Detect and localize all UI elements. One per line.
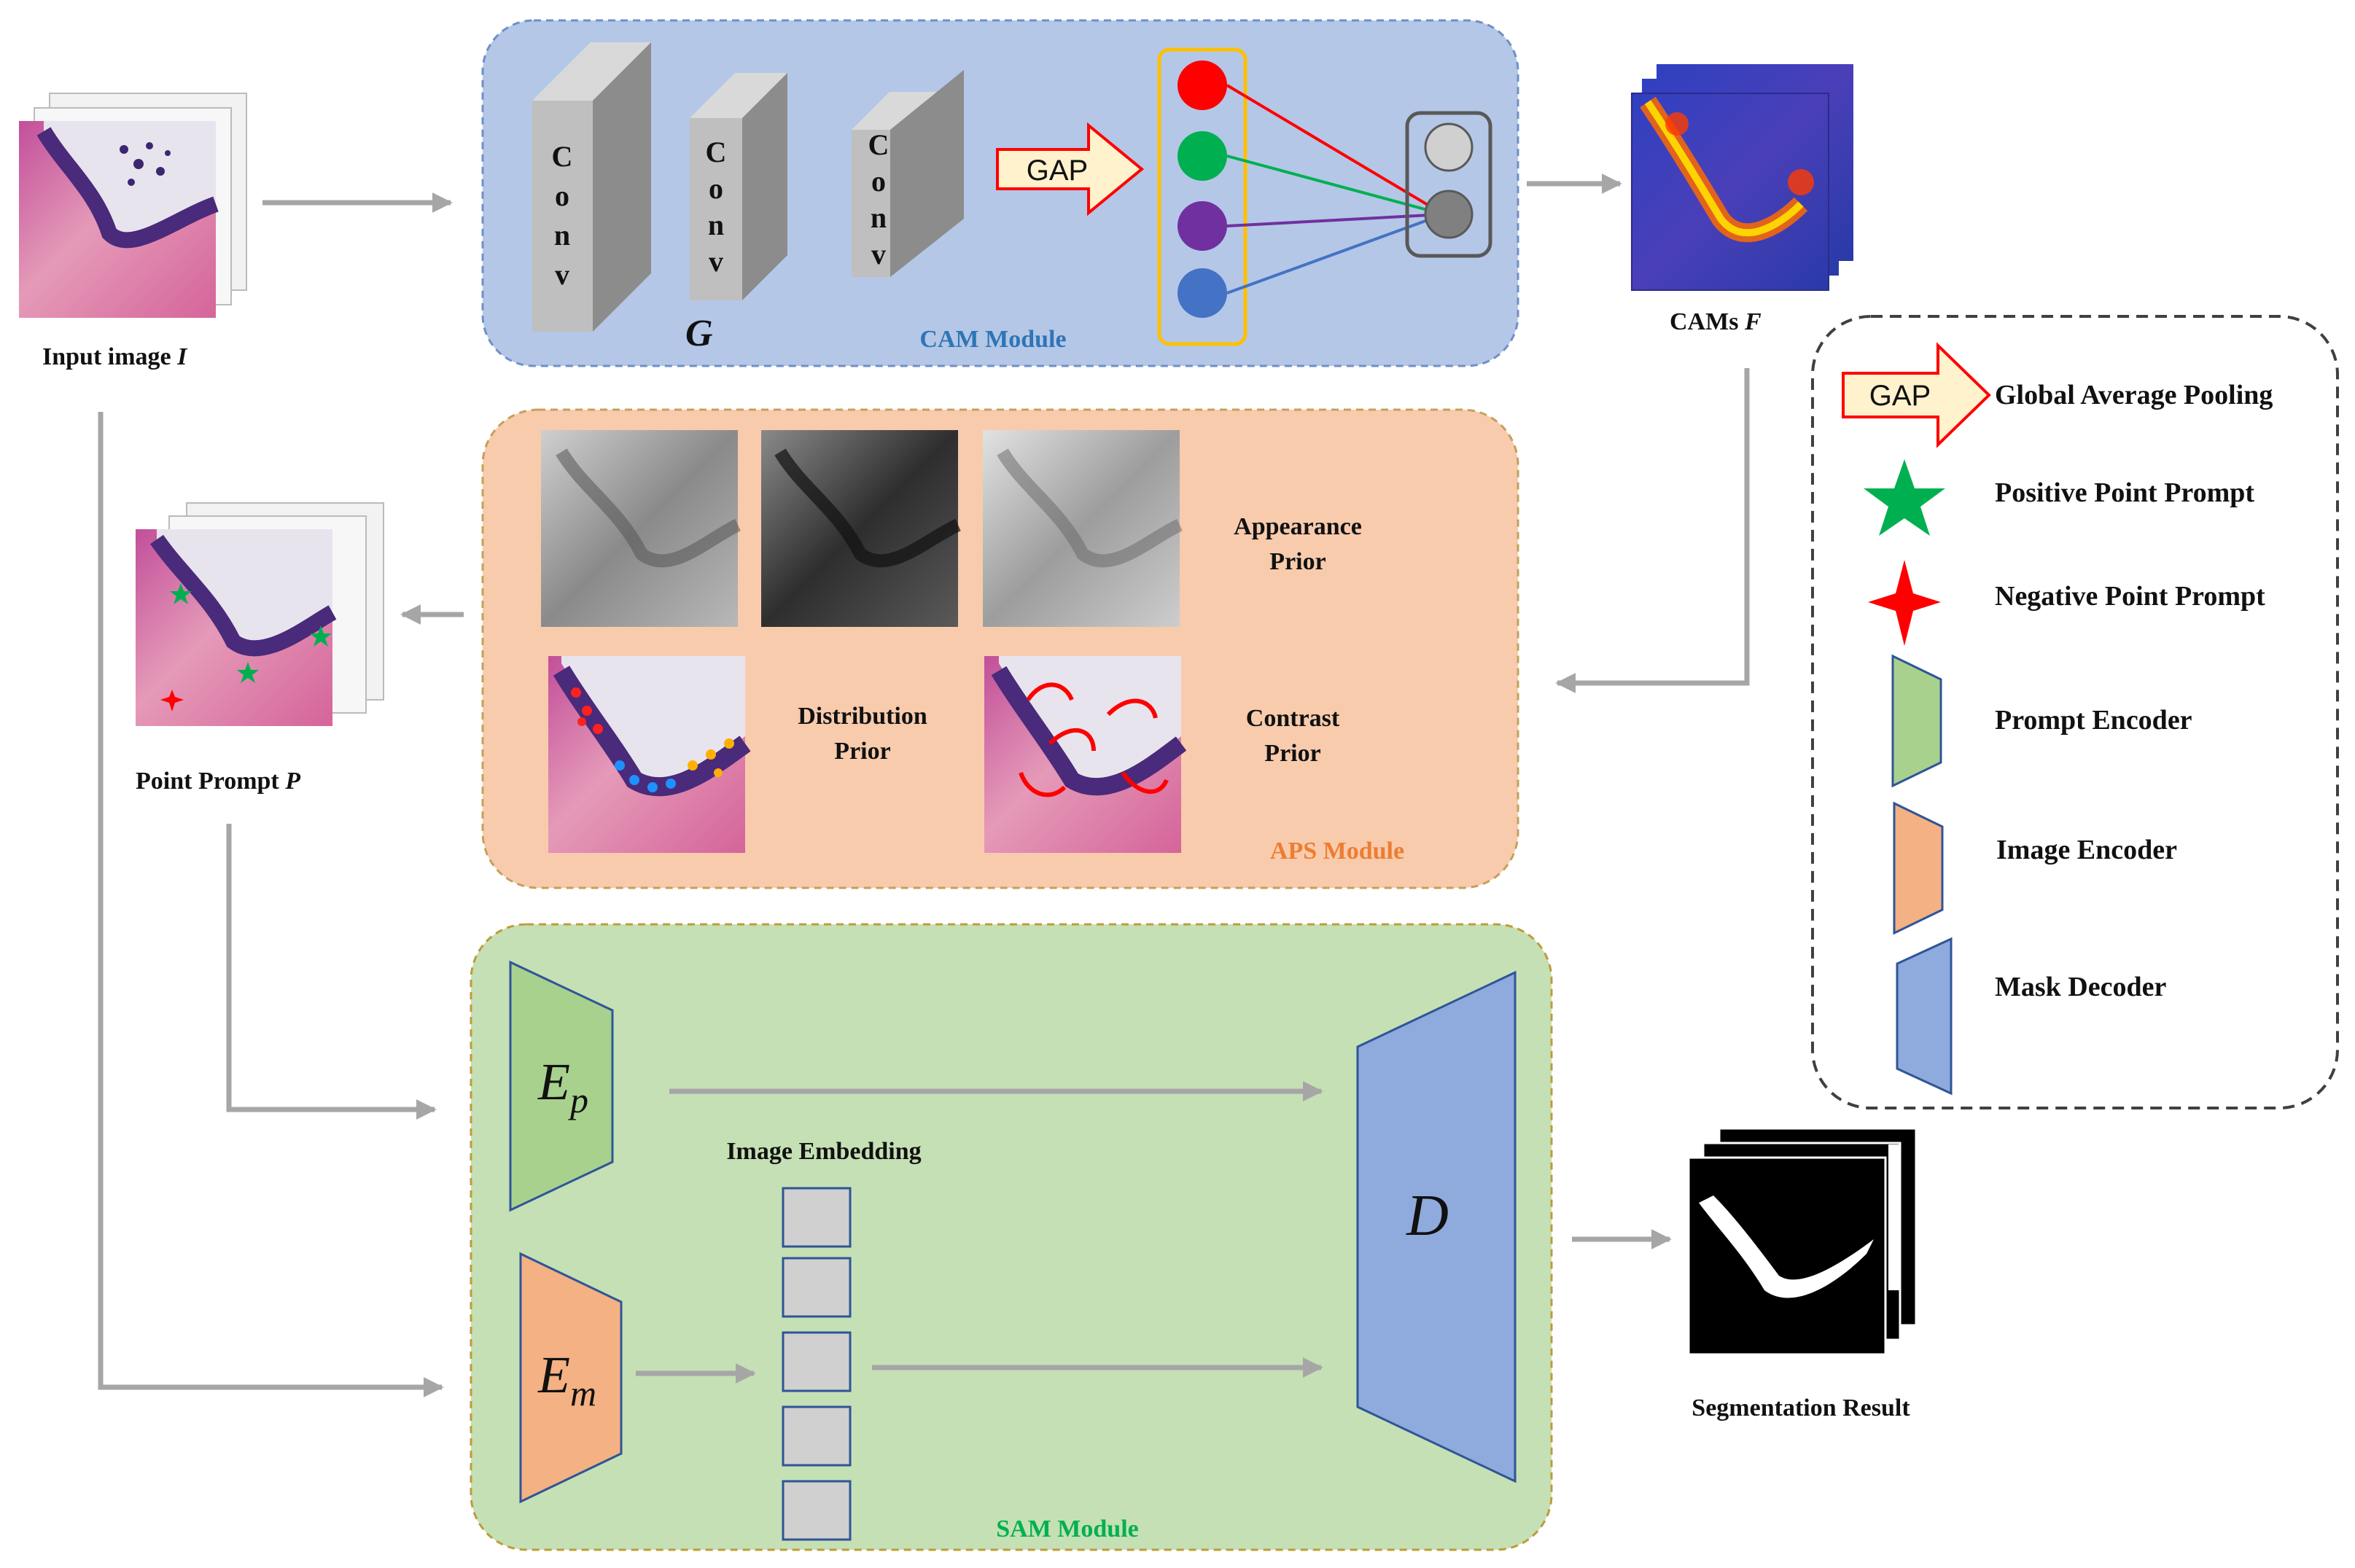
image-embedding-label: Image Embedding — [726, 1138, 921, 1165]
class-node-1 — [1424, 122, 1474, 172]
legend-gap-label: Global Average Pooling — [1995, 380, 2273, 410]
legend-mask-decoder-label: Mask Decoder — [1995, 972, 2166, 1002]
mask-decoder-d — [1356, 970, 1517, 1483]
legend-negative-star-icon — [1868, 560, 1941, 646]
legend-mask-decoder-icon — [1896, 937, 1953, 1096]
svg-text:C: C — [706, 136, 727, 168]
arrow-cams-to-aps — [1555, 368, 1750, 693]
point-prompt-label: Point Prompt P — [136, 768, 300, 795]
svg-text:GAP: GAP — [1027, 155, 1088, 187]
legend-negative-label: Negative Point Prompt — [1995, 581, 2265, 612]
svg-text:o: o — [709, 172, 723, 205]
gap-feature-column — [1157, 47, 1247, 346]
svg-text:C: C — [552, 140, 573, 173]
backbone-g-label: G — [685, 313, 713, 354]
arrow-input-to-em — [98, 412, 444, 1397]
conv-block-3: C o n v — [852, 70, 964, 277]
svg-text:n: n — [708, 208, 724, 241]
ep-symbol: Ep — [537, 1053, 588, 1120]
cams-label: CAMs F — [1670, 308, 1762, 335]
sam-module-box — [470, 923, 1553, 1551]
prompt-encoder-ep — [509, 960, 614, 1212]
legend-image-encoder-label: Image Encoder — [1996, 835, 2177, 865]
feature-node-blue — [1178, 268, 1227, 318]
class-output-box — [1405, 111, 1492, 258]
svg-text:n: n — [554, 219, 570, 251]
legend-box — [1811, 315, 2339, 1109]
aps-module-title: APS Module — [1270, 838, 1404, 865]
svg-text:n: n — [871, 201, 887, 234]
sam-module-title: SAM Module — [996, 1516, 1139, 1542]
legend-prompt-encoder-icon — [1891, 654, 1942, 788]
d-symbol: D — [1406, 1184, 1449, 1248]
input-image-label: Input image I — [42, 343, 188, 370]
gap-arrow: GAP — [996, 122, 1145, 217]
distribution-prior-image — [548, 656, 751, 853]
feature-node-purple — [1178, 201, 1227, 251]
contrast-prior-label-2: Prior — [1264, 740, 1320, 767]
legend-image-encoder-icon — [1893, 801, 1944, 935]
svg-text:GAP: GAP — [1869, 380, 1931, 412]
point-prompt-stack — [136, 502, 384, 726]
segmentation-result-label: Segmentation Result — [1692, 1395, 1910, 1421]
svg-text:v: v — [709, 245, 723, 278]
svg-text:v: v — [555, 258, 569, 291]
legend-positive-label: Positive Point Prompt — [1995, 477, 2254, 508]
distribution-prior-label-2: Prior — [834, 738, 890, 765]
image-embedding-stack — [782, 1187, 852, 1541]
arrow-prompt-to-ep — [226, 824, 437, 1120]
contrast-prior-image — [984, 656, 1187, 853]
cam-module-title: CAM Module — [919, 326, 1066, 353]
input-image-stack — [19, 93, 247, 318]
svg-text:o: o — [555, 179, 569, 212]
legend-prompt-encoder-label: Prompt Encoder — [1995, 705, 2192, 736]
class-node-2 — [1424, 190, 1474, 239]
em-symbol: Em — [537, 1346, 596, 1413]
feature-node-red — [1178, 61, 1227, 110]
appearance-prior-label-1: Appearance — [1234, 513, 1362, 540]
svg-text:v: v — [871, 238, 886, 270]
conv-block-2: C o n v — [690, 73, 787, 300]
image-encoder-em — [519, 1252, 623, 1504]
legend-positive-star-icon — [1864, 459, 1945, 536]
cams-stack — [1631, 64, 1853, 291]
distribution-prior-label-1: Distribution — [798, 703, 927, 730]
segmentation-result-stack — [1687, 1127, 1918, 1356]
contrast-prior-label-1: Contrast — [1246, 705, 1340, 732]
svg-text:o: o — [871, 165, 886, 198]
legend-gap-icon: GAP — [1842, 342, 1991, 448]
conv-block-1: C o n v — [532, 42, 651, 332]
feature-node-green — [1178, 131, 1227, 181]
appearance-prior-label-2: Prior — [1269, 548, 1326, 575]
svg-text:C: C — [868, 128, 890, 161]
